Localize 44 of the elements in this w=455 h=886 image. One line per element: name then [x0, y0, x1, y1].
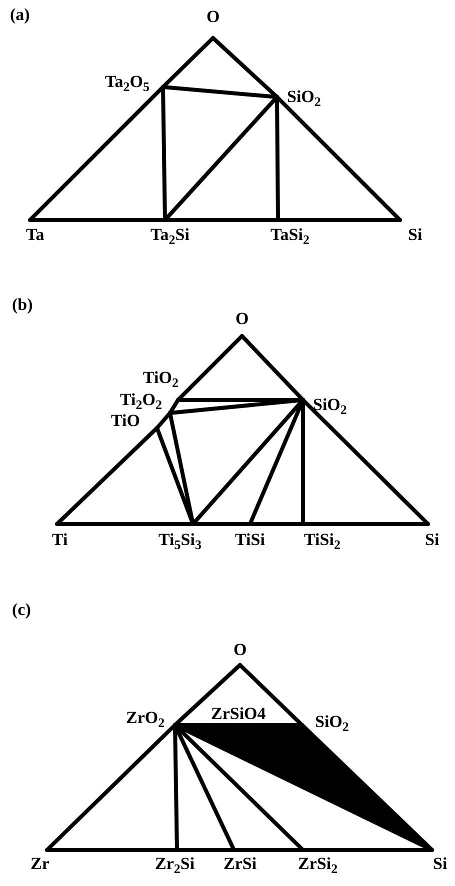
composition-label: Si: [433, 854, 448, 874]
tie-line: [163, 218, 280, 222]
panel-label: (c): [12, 600, 31, 620]
tie-line: [276, 218, 402, 222]
composition-label: TiO$_{2}$: [143, 368, 178, 388]
tie-line: [161, 85, 279, 99]
composition-label: O: [206, 7, 220, 27]
composition-label: SiO$_{2}$: [287, 87, 321, 107]
composition-label: Zr: [30, 854, 50, 874]
composition-label: O: [236, 309, 249, 329]
composition-label: SiO$_{2}$: [315, 712, 349, 732]
tie-line: [232, 848, 305, 852]
composition-label: Ta$_{2}$Si: [150, 225, 190, 245]
composition-label: TiO: [111, 411, 140, 431]
composition-label: TaSi$_{2}$: [270, 225, 310, 245]
panel-label: (b): [12, 295, 33, 315]
composition-label: Si: [408, 225, 422, 245]
tie-line: [301, 522, 430, 526]
composition-label: Ta$_{2}$O$_{5}$: [105, 72, 150, 92]
composition-label: Si: [425, 530, 440, 550]
composition-label: TiSi$_{2}$: [304, 530, 340, 550]
tie-line: [301, 848, 434, 852]
tie-line: [248, 522, 305, 526]
tie-line: [45, 848, 179, 852]
tie-line: [55, 522, 195, 526]
tie-line: [168, 398, 305, 415]
tie-line: [191, 522, 252, 526]
composition-label: Ti$_{5}$Si$_{3}$: [158, 530, 202, 550]
composition-label: TiSi: [235, 530, 265, 550]
composition-label: SiO$_{2}$: [313, 395, 347, 415]
composition-label: O: [234, 640, 247, 660]
composition-label: Ti: [52, 530, 68, 550]
composition-label: ZrO$_{2}$: [126, 708, 165, 728]
panel-label: (a): [10, 5, 30, 25]
tie-line: [175, 848, 236, 852]
edge-label: ZrSiO4: [211, 704, 266, 724]
composition-label: ZrSi$_{2}$: [298, 854, 338, 874]
composition-label: Ti$_{2}$O$_{2}$: [120, 390, 162, 410]
tie-line: [173, 723, 304, 727]
composition-label: ZrSi: [224, 854, 257, 874]
composition-label: Ta: [26, 225, 44, 245]
composition-label: Zr$_{2}$Si: [155, 854, 195, 874]
tie-line: [155, 411, 172, 430]
tie-line: [28, 218, 167, 222]
